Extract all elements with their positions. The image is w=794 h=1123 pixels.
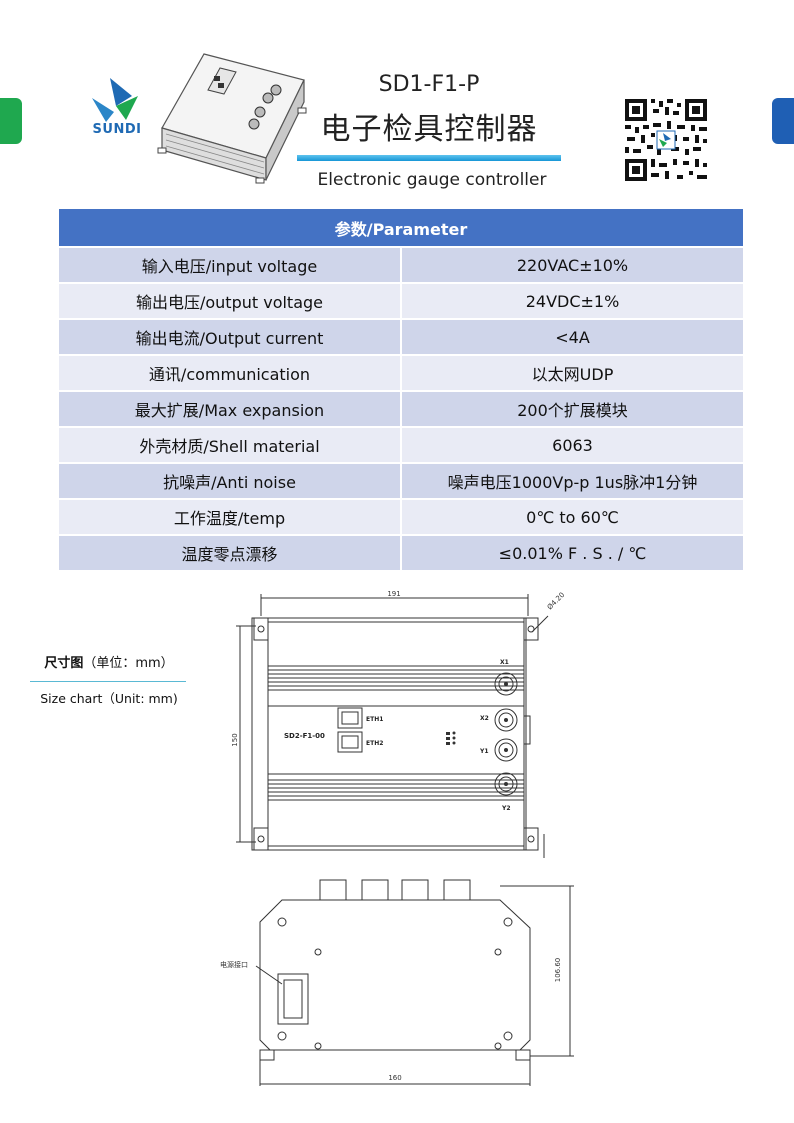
size-chart-divider [30,681,186,682]
row-label: 输出电流/Output current [59,319,402,356]
row-value: ≤0.01% F . S . / ℃ [401,535,743,572]
eth2-label: ETH2 [366,740,383,747]
title-underline [297,155,561,161]
row-value: <4A [401,319,743,356]
power-port-label: 电源接口 [220,960,248,969]
left-edge-tab [0,98,22,144]
row-value: 6063 [401,427,743,464]
port-label-x2: X2 [480,715,489,722]
row-label: 输出电压/output voltage [59,283,402,320]
row-value: 0℃ to 60℃ [401,499,743,536]
right-edge-tab [772,98,794,144]
row-value: 220VAC±10% [401,247,743,284]
dim-top-width: 191 [387,590,400,598]
port-label-y2: Y2 [501,805,511,812]
size-chart-label-cn: 尺寸图（单位：mm） [30,652,188,671]
top-view-drawing: 191 150 Ø4.20 SD2-F1-00 ETH1 ETH2 X1 X2 … [231,590,567,858]
port-label-x1: X1 [500,659,509,666]
port-label-y1: Y1 [479,748,489,755]
product-image [157,53,307,184]
product-title-cn: 电子检具控制器 [320,112,538,147]
row-label: 工作温度/temp [59,499,402,536]
row-value: 24VDC±1% [401,283,743,320]
dim-front-height: 106.60 [554,958,562,983]
row-value: 200个扩展模块 [401,391,743,428]
size-chart-title-cn: 尺寸图 [44,656,84,671]
row-label: 输入电压/input voltage [59,247,402,284]
row-label: 通讯/communication [59,355,402,392]
row-label: 温度零点漂移 [59,535,402,572]
product-subtitle-en: Electronic gauge controller [317,170,547,190]
brand-name: SUNDI [92,122,142,137]
row-label: 外壳材质/Shell material [59,427,402,464]
dim-hole-diameter: Ø4.20 [546,591,567,612]
table-heading: 参数/Parameter [59,209,743,248]
qr-code-icon[interactable] [623,97,709,183]
dim-front-width: 160 [388,1074,401,1082]
front-view-drawing: 160 106.60 电源接口 [220,879,574,1086]
table-row: 温度零点漂移≤0.01% F . S . / ℃ [59,535,743,572]
device-label: SD2-F1-00 [284,732,325,740]
row-value: 噪声电压1000Vp-p 1us脉冲1分钟 [401,463,743,500]
size-chart-label-en: Size chart（Unit: mm) [40,691,178,706]
table-row: 输出电流/Output current<4A [59,319,743,356]
row-label: 最大扩展/Max expansion [59,391,402,428]
sundi-logo-icon [92,78,138,122]
eth1-label: ETH1 [366,716,383,723]
row-value: 以太网UDP [401,355,743,392]
product-model: SD1-F1-P [378,72,480,97]
dim-top-height: 150 [231,733,239,746]
size-chart-unit-cn: （单位：mm） [83,656,174,671]
row-label: 抗噪声/Anti noise [59,463,402,500]
